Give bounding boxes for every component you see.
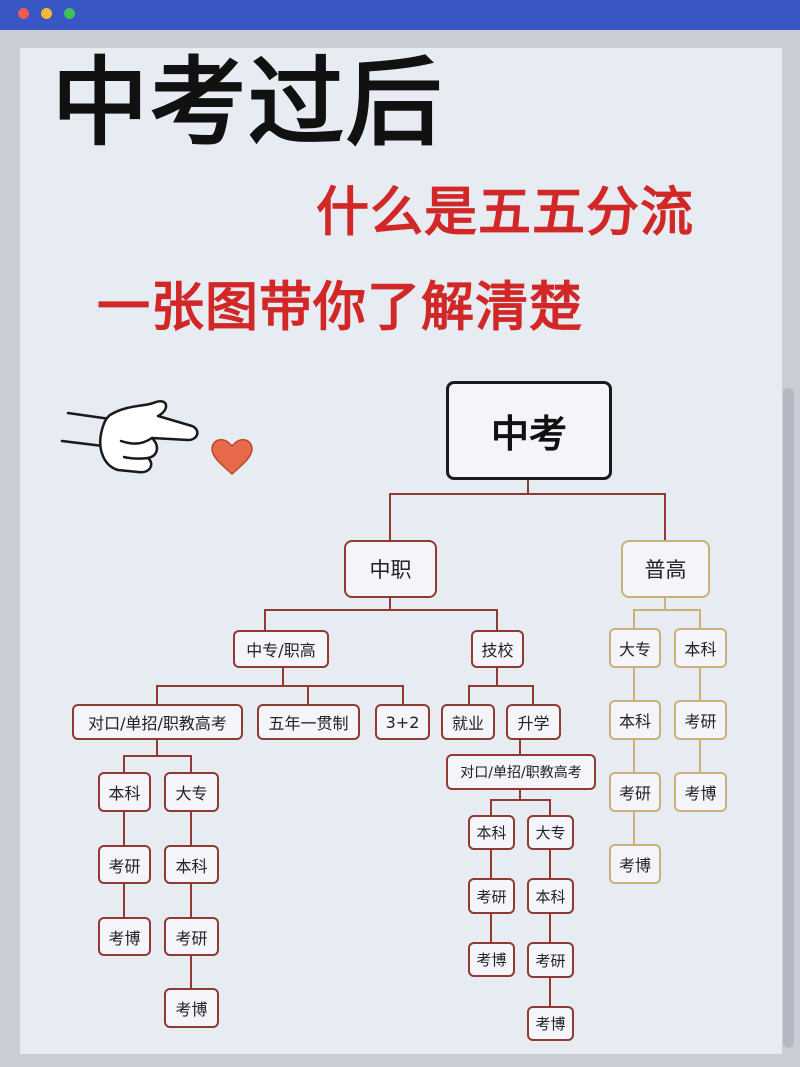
node-zhongzhuan-zhigao: 中专/职高 <box>233 630 329 668</box>
node-duikou-left: 对口/单招/职教高考 <box>72 704 243 740</box>
node-right-dazhuan-kaobo: 考博 <box>527 1006 574 1041</box>
node-right-dazhuan-kaoyan: 考研 <box>527 942 574 978</box>
node-right-benke: 本科 <box>468 815 515 850</box>
poster-title: 中考过后 <box>52 47 444 159</box>
node-right-benke-kaoyan: 考研 <box>468 878 515 914</box>
vertical-scrollbar[interactable] <box>783 388 794 1048</box>
window-title-bar <box>0 0 800 30</box>
node-right-dazhuan-benke: 本科 <box>527 878 574 914</box>
node-left-benke: 本科 <box>98 772 151 812</box>
node-zhongkao: 中考 <box>446 381 612 480</box>
node-right-dazhuan: 大专 <box>527 815 574 850</box>
node-jixiao: 技校 <box>471 630 524 668</box>
pointing-hand-icon <box>60 399 199 474</box>
poster-subtitle-question: 什么是五五分流 <box>316 182 694 243</box>
node-pugao-dazhuan-kaoyan: 考研 <box>609 772 661 812</box>
node-left-benke-kaoyan: 考研 <box>98 845 151 884</box>
node-left-dazhuan-kaobo: 考博 <box>164 988 219 1028</box>
node-wunian-yiguanzhi: 五年一贯制 <box>257 704 360 740</box>
node-pugao-dazhuan-benke: 本科 <box>609 700 661 740</box>
window-close-button[interactable] <box>18 8 29 19</box>
node-jiuye: 就业 <box>441 704 495 740</box>
node-pugao-benke: 本科 <box>674 628 727 668</box>
node-pugao-dazhuan-kaobo: 考博 <box>609 844 661 884</box>
node-pugao-benke-kaoyan: 考研 <box>674 700 727 740</box>
node-left-dazhuan-kaoyan: 考研 <box>164 917 219 956</box>
window-maximize-button[interactable] <box>64 8 75 19</box>
window-minimize-button[interactable] <box>41 8 52 19</box>
node-left-benke-kaobo: 考博 <box>98 917 151 956</box>
node-pugao: 普高 <box>621 540 710 598</box>
node-left-dazhuan-benke: 本科 <box>164 845 219 884</box>
node-pugao-dazhuan: 大专 <box>609 628 661 668</box>
node-right-benke-kaobo: 考博 <box>468 942 515 977</box>
poster-subtitle-tagline: 一张图带你了解清楚 <box>97 277 583 338</box>
node-duikou-right: 对口/单招/职教高考 <box>446 754 596 790</box>
node-left-dazhuan: 大专 <box>164 772 219 812</box>
node-three-plus-two: 3+2 <box>375 704 430 740</box>
node-shengxue: 升学 <box>506 704 561 740</box>
heart-icon <box>211 438 253 476</box>
node-pugao-benke-kaobo: 考博 <box>674 772 727 812</box>
node-zhongzhi: 中职 <box>344 540 437 598</box>
